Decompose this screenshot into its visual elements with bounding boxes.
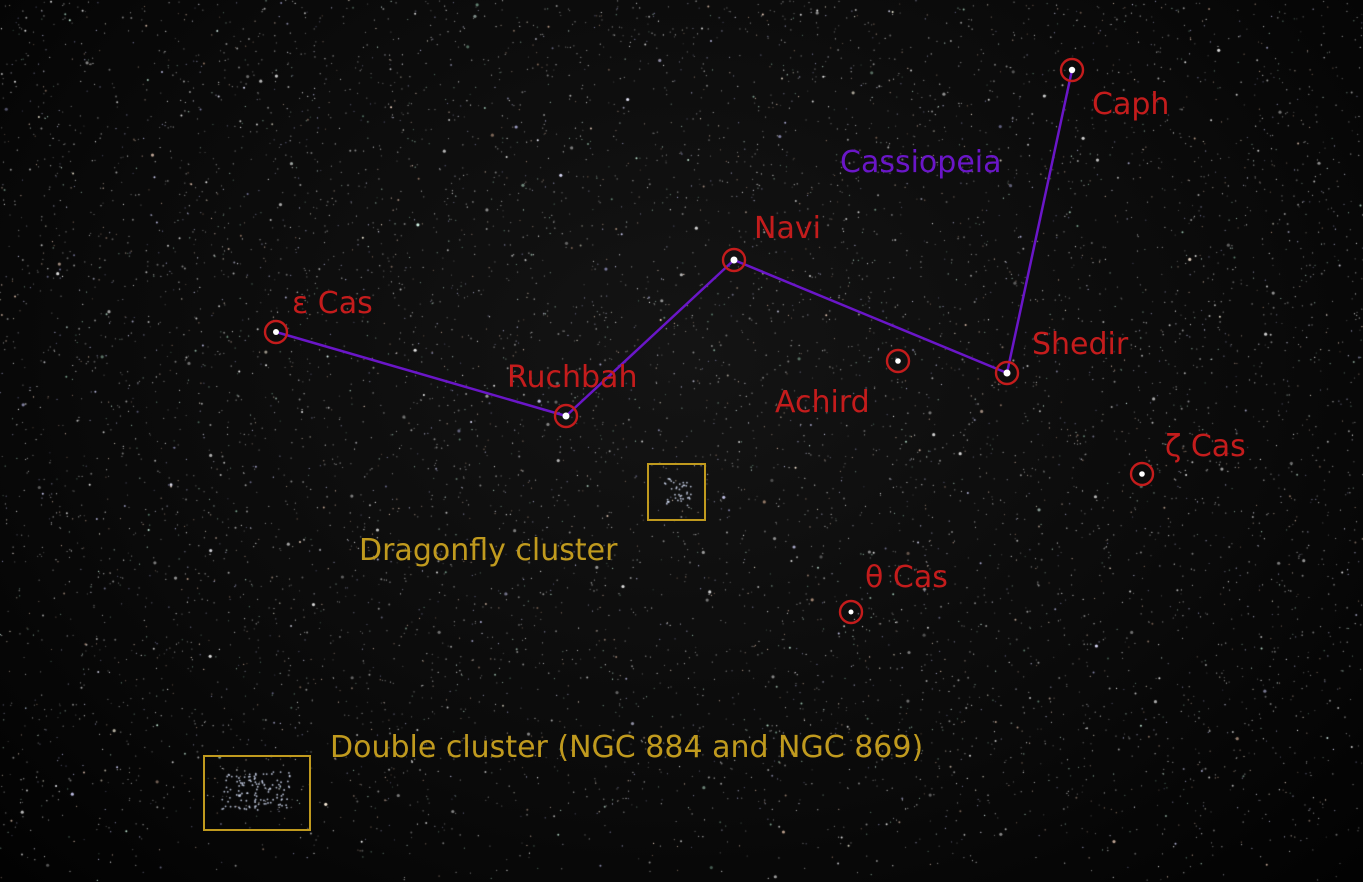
label-dragonfly-cluster: Dragonfly cluster [359,533,618,568]
star-marker-zeta-cas [1129,461,1155,487]
dragonfly-cluster-box [647,463,706,521]
label-navi: Navi [754,211,821,246]
star-marker-theta-cas [838,599,864,625]
label-achird: Achird [775,385,870,420]
star-marker-ruchbah [553,403,579,429]
double-cluster-box [203,755,311,831]
star-marker-navi [721,247,747,273]
constellation-lines [275,69,1074,418]
label-zeta-cas: ζ Cas [1165,429,1246,464]
label-constellation: Cassiopeia [840,145,1002,180]
labels: Caph Navi ε Cas Ruchbah Achird Shedir ζ … [292,87,1246,765]
label-eps-cas: ε Cas [292,286,373,321]
label-ruchbah: Ruchbah [507,360,637,395]
label-shedir: Shedir [1032,327,1129,362]
star-marker-achird [885,348,911,374]
star-marker-eps-cas [263,319,289,345]
line-shedir-caph [1005,69,1074,374]
cluster-boxes [203,463,706,831]
label-theta-cas: θ Cas [865,560,948,595]
line-eps-ruchbah [275,330,567,418]
star-marker-caph [1059,57,1085,83]
star-marker-shedir [994,360,1020,386]
label-caph: Caph [1092,87,1169,122]
label-double-cluster: Double cluster (NGC 884 and NGC 869) [330,730,923,765]
line-ruchbah-navi [565,259,735,417]
line-navi-shedir [733,258,1008,375]
star-markers [263,57,1155,625]
